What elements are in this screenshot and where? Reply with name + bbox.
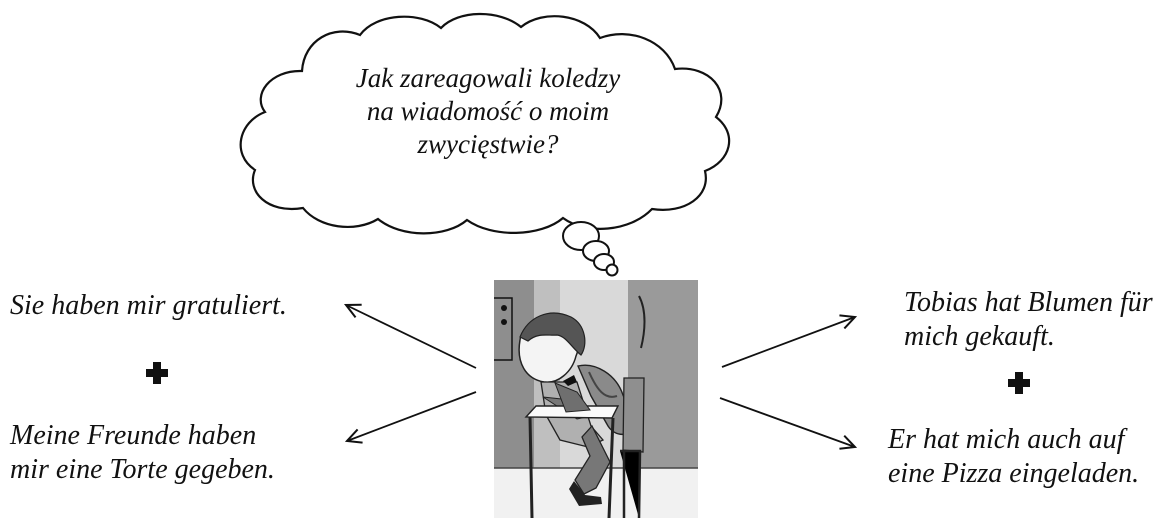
student-writing-illustration [494,280,698,518]
arrow-top-left [346,305,477,369]
left-plus-icon [146,362,168,384]
thought-line-2: na wiadomość o moim [366,96,610,126]
right-bottom-sentence-block: Er hat mich auch auf eine Pizza eingelad… [888,423,1139,491]
student-writing-at-desk-icon [494,280,698,518]
right-top-line-2: mich gekauft. [904,321,1055,352]
right-bottom-line-1: Er hat mich auch auf [888,424,1125,455]
left-bottom-line-1: Meine Freunde haben [10,420,257,451]
arrow-bottom-left [347,391,477,441]
right-top-line-1: Tobias hat Blumen für [904,287,1153,318]
right-plus-icon [1008,372,1030,394]
right-bottom-line-2: eine Pizza eingeladen. [888,458,1140,489]
arrow-bottom-right [719,397,855,447]
left-bottom-line-2: mir eine Torte gegeben. [10,454,275,485]
thought-line-3: zwycięstwie? [417,129,559,159]
left-top-sentence: Sie haben mir gratuliert. [10,290,287,321]
cloud-thought-bubble [239,12,731,277]
thought-bubble-text: Jak zareagowali koledzy na wiadomość o m… [318,62,658,161]
right-top-sentence-block: Tobias hat Blumen für mich gekauft. [904,286,1153,354]
left-bottom-sentence-block: Meine Freunde haben mir eine Torte gegeb… [10,419,275,487]
arrow-top-right [721,317,855,368]
thought-line-1: Jak zareagowali koledzy [355,63,621,93]
